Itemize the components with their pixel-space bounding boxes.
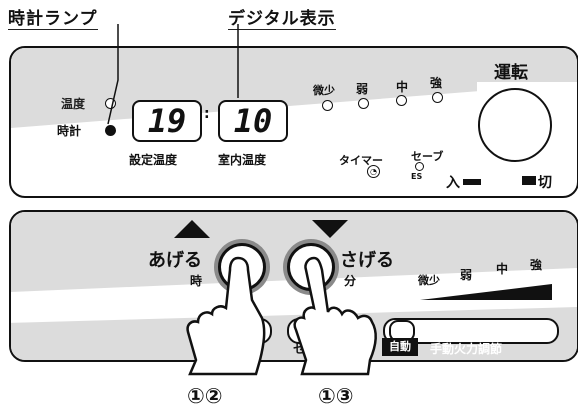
save-eco-icon: ES	[411, 172, 423, 181]
clock-indicator-label: 時計	[57, 124, 82, 138]
step-number-left: ①②	[187, 384, 223, 408]
up-arrow-icon	[174, 220, 210, 238]
power-scale-high-label: 強	[530, 258, 543, 272]
power-scale-minimum-label: 微少	[418, 274, 440, 287]
save-lamp	[415, 162, 424, 171]
power-scale-mid-label: 中	[496, 262, 509, 276]
panel-top-band	[11, 48, 577, 82]
left-hand-icon	[186, 256, 266, 376]
clock-indicator-lamp	[105, 125, 116, 136]
clock-icon: ◔	[367, 165, 380, 178]
up-button-sub-label: 時	[190, 274, 203, 288]
set-temp-display: 19	[132, 100, 202, 142]
temp-indicator-label: 温度	[61, 97, 86, 111]
digital-display-callout: デジタル表示	[228, 4, 336, 30]
power-level-low-label: 弱	[356, 82, 369, 96]
manual-power-label: 手動火力調節	[430, 342, 503, 356]
power-scale-low-label: 弱	[460, 268, 473, 282]
temp-indicator-lamp	[105, 98, 116, 109]
step-number-right: ①③	[318, 384, 354, 408]
power-level-mid-label: 中	[396, 80, 409, 94]
operation-label: 運転	[494, 63, 528, 83]
down-button-sub-label: 分	[344, 274, 357, 288]
timer-label: タイマー	[339, 154, 383, 167]
save-label: セーブ	[411, 150, 444, 163]
set-temp-label: 設定温度	[129, 153, 178, 167]
up-button-label: あげる	[148, 250, 202, 271]
power-level-mid-lamp	[396, 95, 407, 106]
power-level-high-lamp	[432, 92, 443, 103]
power-scale-wedge	[420, 284, 552, 300]
auto-label: 自動	[382, 338, 418, 356]
operation-switch[interactable]	[478, 88, 552, 162]
clock-lamp-callout: 時計ランプ	[8, 4, 98, 30]
power-level-low-lamp	[358, 98, 369, 109]
switch-on-label: 入	[446, 175, 460, 191]
power-level-minimum-label: 微少	[313, 84, 335, 97]
room-temp-label: 室内温度	[218, 153, 267, 167]
switch-off-label: 切	[538, 175, 552, 191]
down-button-label: さげる	[340, 250, 394, 271]
switch-on-mark	[463, 179, 481, 185]
display-colon: :	[204, 106, 210, 122]
room-temp-display: 10	[218, 100, 288, 142]
display-panel: 温度 時計 19 : 10 設定温度 室内温度 微少 弱 中 強 タイマー ◔ …	[9, 46, 578, 198]
right-hand-icon	[293, 256, 377, 376]
power-level-high-label: 強	[430, 76, 443, 90]
down-arrow-icon	[312, 220, 348, 238]
power-level-minimum-lamp	[322, 100, 333, 111]
switch-off-mark	[522, 176, 536, 185]
